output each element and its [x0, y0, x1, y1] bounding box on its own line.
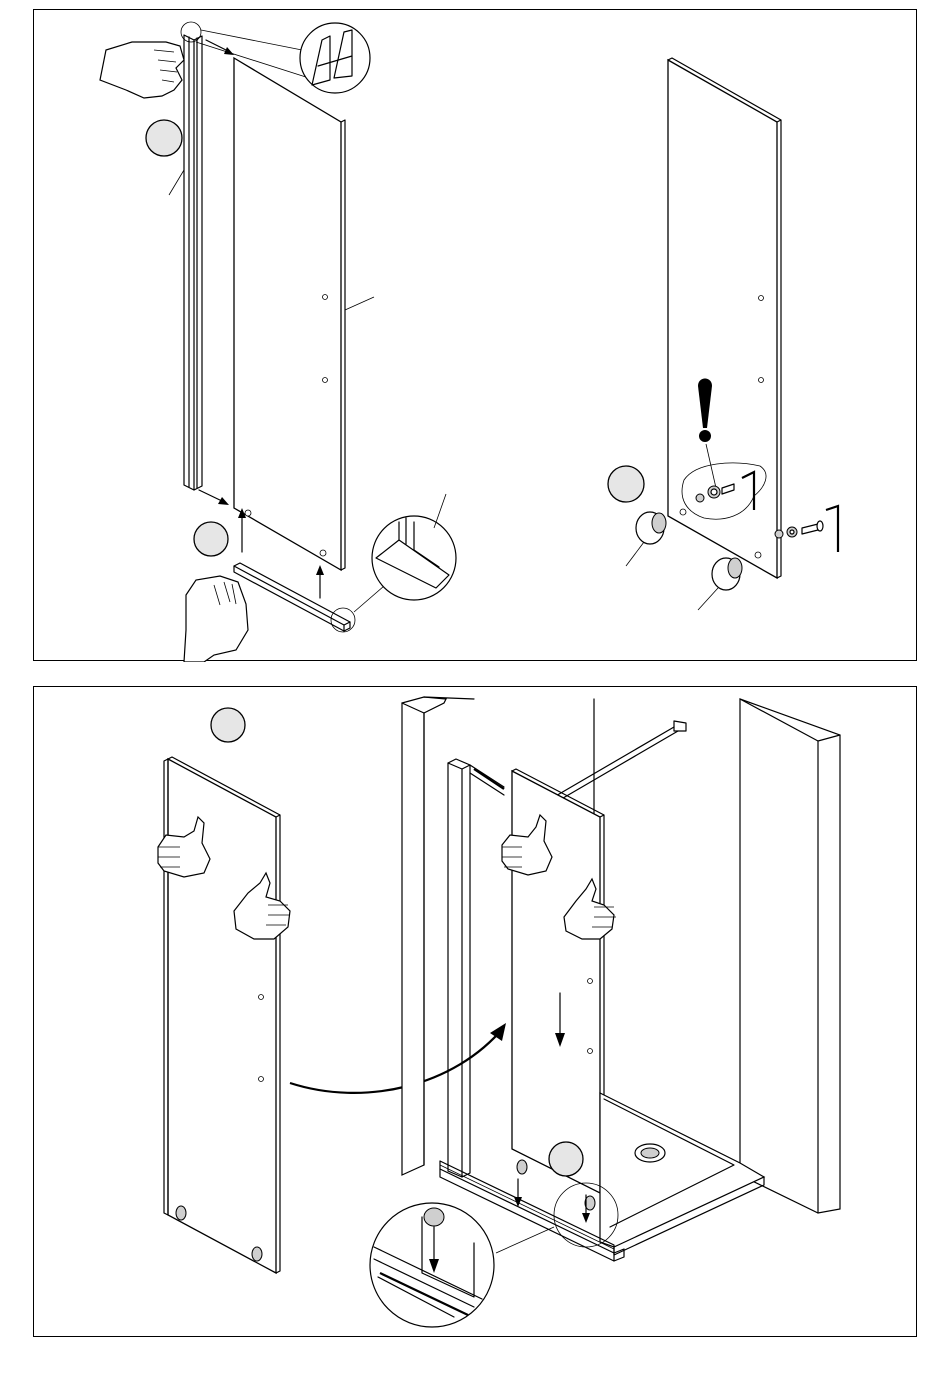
fitting-parts [775, 521, 823, 538]
transfer-arrow [290, 1023, 506, 1093]
glass-hole [323, 378, 328, 383]
detail-circle-icon [331, 494, 456, 632]
glass-hole [588, 1049, 593, 1054]
arrow-icon [514, 1179, 590, 1223]
bottom-instruction-panel [33, 686, 917, 1337]
glass-hole [759, 378, 764, 383]
door-knob-icon [176, 1206, 186, 1220]
fixed-profile [448, 759, 470, 1177]
glass-panel-right [668, 58, 781, 578]
glass-panel-left [234, 58, 374, 570]
allen-key-icon [826, 506, 838, 552]
bottom-seal-profile [234, 563, 350, 631]
door-knob-icon [626, 512, 666, 566]
arrow-icon [218, 497, 229, 505]
bottom-illustration [34, 687, 918, 1338]
door-knob-icon [698, 558, 742, 610]
glass-hole [680, 509, 686, 515]
vertical-seal-profile [184, 35, 202, 490]
step-marker [608, 466, 644, 502]
door-panel-left [164, 757, 280, 1273]
glass-hole [323, 295, 328, 300]
door-knob-icon [252, 1247, 262, 1261]
step-marker [211, 708, 245, 742]
step-marker [146, 120, 182, 156]
detail-circle-icon [370, 1203, 494, 1327]
stabilizer-bar [554, 721, 686, 801]
glass-hole [320, 550, 326, 556]
step-marker [549, 1142, 583, 1176]
step-marker [194, 522, 228, 556]
top-rail [470, 765, 504, 795]
arrow-icon [316, 565, 324, 575]
top-illustration [34, 10, 918, 662]
door-knob-icon [517, 1160, 527, 1174]
glass-hole [245, 510, 251, 516]
glass-hole [259, 1077, 264, 1082]
top-instruction-panel [33, 9, 917, 661]
glass-hole [259, 995, 264, 1000]
hand-icon [100, 42, 184, 98]
wall-right [740, 699, 840, 1213]
glass-hole [759, 296, 764, 301]
hand-icon [184, 576, 248, 662]
glass-hole [588, 979, 593, 984]
glass-hole [755, 552, 761, 558]
